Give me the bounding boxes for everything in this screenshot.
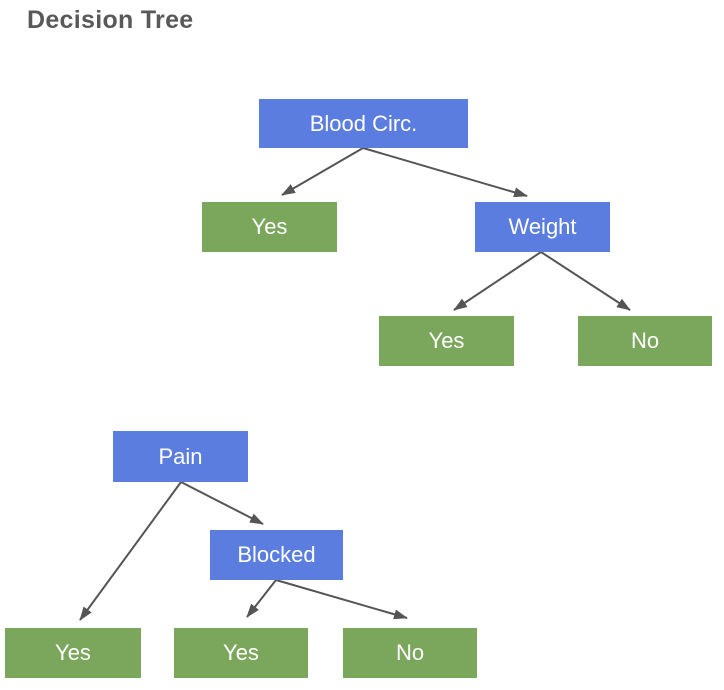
edge-weight-no-arrow	[540, 251, 631, 311]
edge-bloodcirc-weight-arrow	[362, 147, 528, 198]
node-yes-under-pain: Yes	[5, 628, 141, 678]
node-yes-under-weight: Yes	[379, 316, 514, 366]
edge-weight-yes-arrow	[453, 251, 542, 311]
edge-pain-yes-arrow	[79, 481, 182, 621]
edge-blocked-yes-arrow	[246, 579, 277, 618]
node-pain: Pain	[113, 431, 248, 482]
node-weight: Weight	[475, 202, 610, 252]
node-blood-circ: Blood Circ.	[259, 99, 468, 148]
edge-pain-blocked-arrow	[180, 481, 264, 525]
node-yes-under-blocked: Yes	[174, 628, 308, 678]
edge-blocked-no-arrow	[275, 579, 408, 620]
edge-bloodcirc-yes-arrow	[281, 147, 364, 196]
node-blocked: Blocked	[210, 530, 343, 580]
page-title: Decision Tree	[27, 6, 194, 34]
node-yes-top-left: Yes	[202, 202, 337, 252]
node-no-under-weight: No	[578, 316, 712, 366]
node-no-under-blocked: No	[343, 628, 477, 678]
